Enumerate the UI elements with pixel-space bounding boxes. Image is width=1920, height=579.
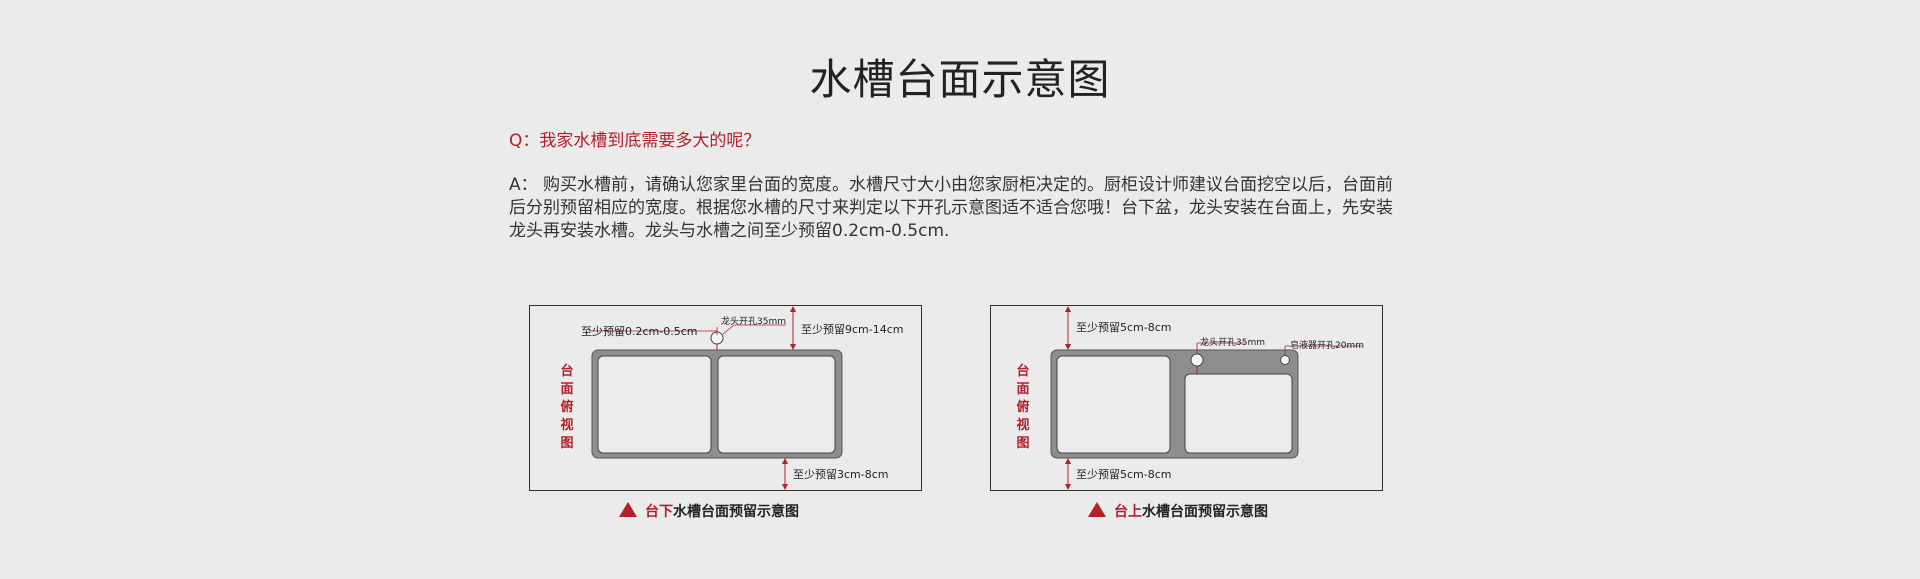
faucet-hole-label: 龙头开孔35mm — [721, 317, 786, 327]
soap-dispenser-hole-label: 皂液器开孔20mm — [1290, 341, 1364, 351]
bottom-reserve-label: 至少预留5cm-8cm — [1076, 468, 1172, 481]
triangle-marker-icon — [1088, 502, 1106, 517]
bottom-reserve-label: 至少预留3cm-8cm — [793, 468, 889, 481]
countertop-outline — [990, 305, 1383, 491]
page-title: 水槽台面示意图 — [809, 55, 1111, 104]
faucet-hole-label: 龙头开孔35mm — [1200, 338, 1265, 348]
triangle-marker-icon — [619, 502, 637, 517]
answer-line: 后分别预留相应的宽度。根据您水槽的尺寸来判定以下开孔示意图适不适合您哦！台下盆，… — [509, 198, 1393, 218]
topmount-diagram: 台 面 俯 视 图 至少预留5cm-8cm 龙头开孔35mm 皂液器开孔20mm… — [990, 305, 1384, 491]
undermount-caption: 台下水槽台面预留示意图 — [619, 501, 799, 521]
topmount-caption: 台上水槽台面预留示意图 — [1088, 501, 1268, 521]
undermount-diagram-drawing — [529, 305, 922, 491]
faucet-hole — [1190, 353, 1204, 367]
sink-basin-large — [1056, 355, 1171, 454]
sink-basin-small — [1184, 373, 1293, 454]
gap-reserve-label: 至少预留0.2cm-0.5cm — [581, 325, 698, 338]
answer-line: 龙头再安装水槽。龙头与水槽之间至少预留0.2cm-0.5cm. — [509, 221, 950, 241]
top-reserve-label: 至少预留9cm-14cm — [801, 323, 904, 336]
question-text: Q：我家水槽到底需要多大的呢？ — [509, 131, 761, 151]
answer-line: A： 购买水槽前，请确认您家里台面的宽度。水槽尺寸大小由您家厨柜决定的。厨柜设计… — [509, 175, 1394, 195]
soap-dispenser-hole — [1280, 355, 1290, 365]
countertop-outline — [529, 305, 922, 491]
top-reserve-label: 至少预留5cm-8cm — [1076, 321, 1172, 334]
countertop-top-view-label: 台 面 俯 视 图 — [560, 364, 574, 451]
answer-text: A： 购买水槽前，请确认您家里台面的宽度。水槽尺寸大小由您家厨柜决定的。厨柜设计… — [509, 174, 1414, 243]
sink-basin-left — [597, 355, 712, 454]
faucet-leader-line — [722, 324, 735, 335]
topmount-diagram-drawing — [990, 305, 1383, 491]
countertop-top-view-label: 台 面 俯 视 图 — [1016, 364, 1030, 451]
undermount-diagram: 台 面 俯 视 图 至少预留0.2cm-0.5cm 龙头开孔35mm 至少预留9… — [529, 305, 923, 491]
sink-basin-right — [717, 355, 836, 454]
